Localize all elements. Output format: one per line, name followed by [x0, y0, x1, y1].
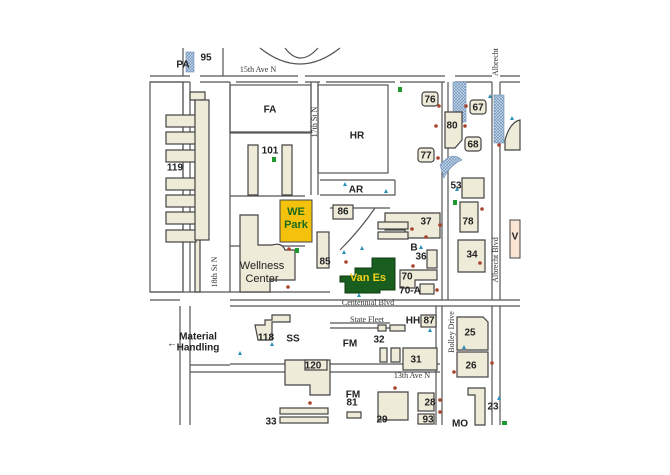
svg-text:AR: AR	[349, 185, 364, 196]
svg-text:B: B	[410, 243, 417, 254]
water-feature	[493, 94, 505, 144]
lot-fa	[229, 84, 312, 134]
we-park-label: WE	[287, 206, 305, 218]
svg-text:87: 87	[423, 316, 435, 327]
we-park-label: Park	[284, 219, 309, 231]
svg-text:85: 85	[319, 257, 331, 268]
van-es-label: Van Es	[350, 272, 386, 284]
material-handling-label: Material	[179, 332, 217, 343]
wellness-center-building[interactable]	[239, 214, 296, 293]
street-bolley: Bolley Drive	[447, 311, 456, 353]
street-15th-ave: 15th Ave N	[240, 65, 277, 74]
svg-text:93: 93	[422, 415, 434, 426]
svg-text:53: 53	[450, 181, 462, 192]
street-albrecht-top: Albrecht	[491, 47, 500, 76]
svg-text:86: 86	[337, 207, 349, 218]
roads	[150, 47, 520, 425]
accessible-markers	[238, 94, 514, 400]
svg-text:SS: SS	[286, 334, 300, 345]
svg-text:29: 29	[376, 415, 388, 426]
street-13th-ave: 13th Ave N	[394, 371, 431, 380]
svg-text:FA: FA	[264, 105, 277, 116]
svg-text:25: 25	[464, 328, 476, 339]
svg-text:68: 68	[467, 140, 479, 151]
material-handling-arrow: ←	[167, 339, 177, 350]
water-feature	[185, 51, 195, 73]
buildings	[165, 91, 521, 426]
svg-text:77: 77	[420, 151, 432, 162]
svg-text:HH: HH	[406, 316, 420, 327]
svg-text:120: 120	[305, 361, 322, 372]
wellness-center-label: Center	[245, 273, 278, 285]
svg-text:33: 33	[265, 417, 277, 428]
svg-text:95: 95	[200, 53, 212, 64]
map-labels: 15th Ave N 17th St N 18th St N Centennia…	[167, 47, 519, 429]
van-es-building[interactable]	[339, 257, 396, 294]
svg-text:34: 34	[466, 250, 478, 261]
svg-text:101: 101	[262, 146, 279, 157]
svg-text:81: 81	[346, 398, 358, 409]
water-feature	[439, 155, 463, 179]
svg-text:23: 23	[487, 402, 499, 413]
svg-text:MO: MO	[452, 419, 468, 430]
svg-text:V: V	[512, 232, 519, 243]
svg-text:PA: PA	[176, 60, 189, 71]
svg-text:119: 119	[167, 163, 184, 174]
emergency-phone-icons	[272, 87, 507, 425]
svg-text:26: 26	[465, 361, 477, 372]
street-centennial: Centennial Blvd	[342, 298, 394, 307]
svg-text:70-A: 70-A	[399, 286, 421, 297]
street-albrecht: Albrecht Blvd	[491, 237, 500, 283]
street-17th-st: 17th St N	[310, 106, 319, 137]
svg-text:37: 37	[420, 217, 432, 228]
svg-text:FM: FM	[346, 390, 360, 401]
wellness-center-label: Wellness	[240, 260, 285, 272]
svg-text:36: 36	[415, 252, 427, 263]
svg-text:FM: FM	[343, 339, 357, 350]
entrance-dots	[286, 104, 501, 414]
svg-text:118: 118	[258, 333, 275, 344]
svg-text:78: 78	[462, 217, 474, 228]
material-handling-label: Handling	[177, 343, 220, 354]
street-18th-st: 18th St N	[210, 256, 219, 287]
svg-text:28: 28	[424, 398, 436, 409]
svg-text:31: 31	[410, 355, 422, 366]
svg-text:80: 80	[446, 121, 458, 132]
svg-text:76: 76	[424, 95, 436, 106]
svg-text:70: 70	[401, 272, 413, 283]
svg-text:32: 32	[373, 335, 385, 346]
we-park-lot[interactable]	[279, 199, 313, 243]
street-state-fleet: State Fleet	[350, 315, 385, 324]
svg-text:HR: HR	[350, 131, 365, 142]
svg-text:67: 67	[472, 103, 484, 114]
building-v	[509, 219, 521, 259]
lot-hr	[317, 84, 389, 174]
